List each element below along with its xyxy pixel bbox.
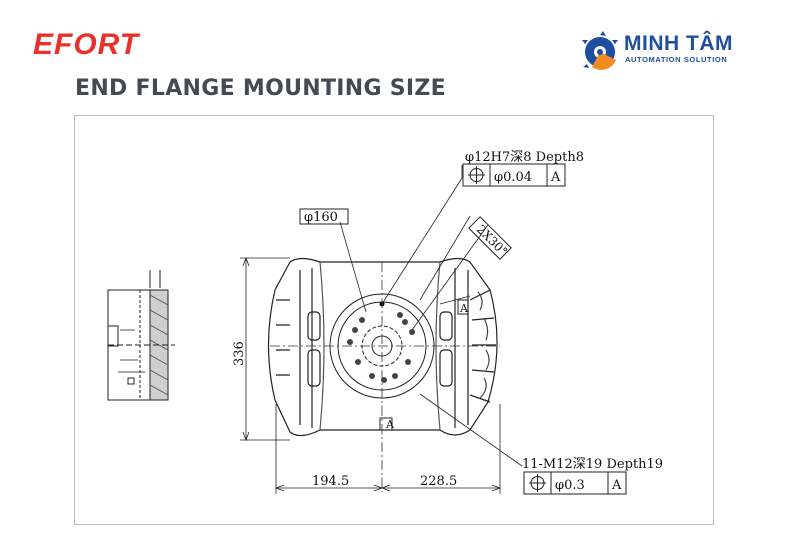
leader-lines — [339, 165, 523, 467]
center-lines — [270, 262, 500, 492]
efort-brand: EFORT — [33, 28, 140, 61]
side-view — [107, 270, 175, 401]
chamfer-tag — [468, 216, 512, 260]
flange-body — [267, 257, 498, 437]
bore-callout: φ12H7深8 Depth8 — [465, 150, 584, 165]
gear-logo-icon — [582, 31, 618, 70]
bore-datum: A — [550, 170, 561, 185]
bore-tolerance-frame — [462, 163, 566, 187]
drawing-frame — [74, 115, 714, 525]
logo-tagline: AUTOMATION SOLUTION — [625, 55, 728, 64]
datum-marker-bottom — [379, 417, 393, 431]
left-width-value: 194.5 — [312, 474, 349, 489]
thread-callout: 11-M12深19 Depth19 — [522, 457, 663, 472]
thread-tolerance-frame — [523, 471, 627, 495]
minh-tam-logo: MINH TÂM AUTOMATION SOLUTION — [582, 30, 782, 74]
page-title: END FLANGE MOUNTING SIZE — [75, 76, 446, 101]
datum-label-right: A — [459, 302, 469, 315]
thread-datum: A — [611, 478, 622, 493]
datum-label-bottom: A — [385, 418, 395, 431]
width-dimensions — [274, 404, 502, 494]
thread-tolerance: φ0.3 — [555, 478, 585, 493]
pcd-callout-box — [299, 208, 349, 225]
logo-name: MINH TÂM — [624, 32, 733, 55]
right-width-value: 228.5 — [420, 474, 457, 489]
height-value: 336 — [232, 341, 247, 366]
datum-marker-right — [457, 299, 469, 315]
bore-tolerance: φ0.04 — [494, 170, 532, 185]
pcd-callout: φ160 — [304, 210, 338, 225]
chamfer-callout: 2X30° — [474, 222, 510, 258]
height-dimension — [240, 256, 290, 442]
